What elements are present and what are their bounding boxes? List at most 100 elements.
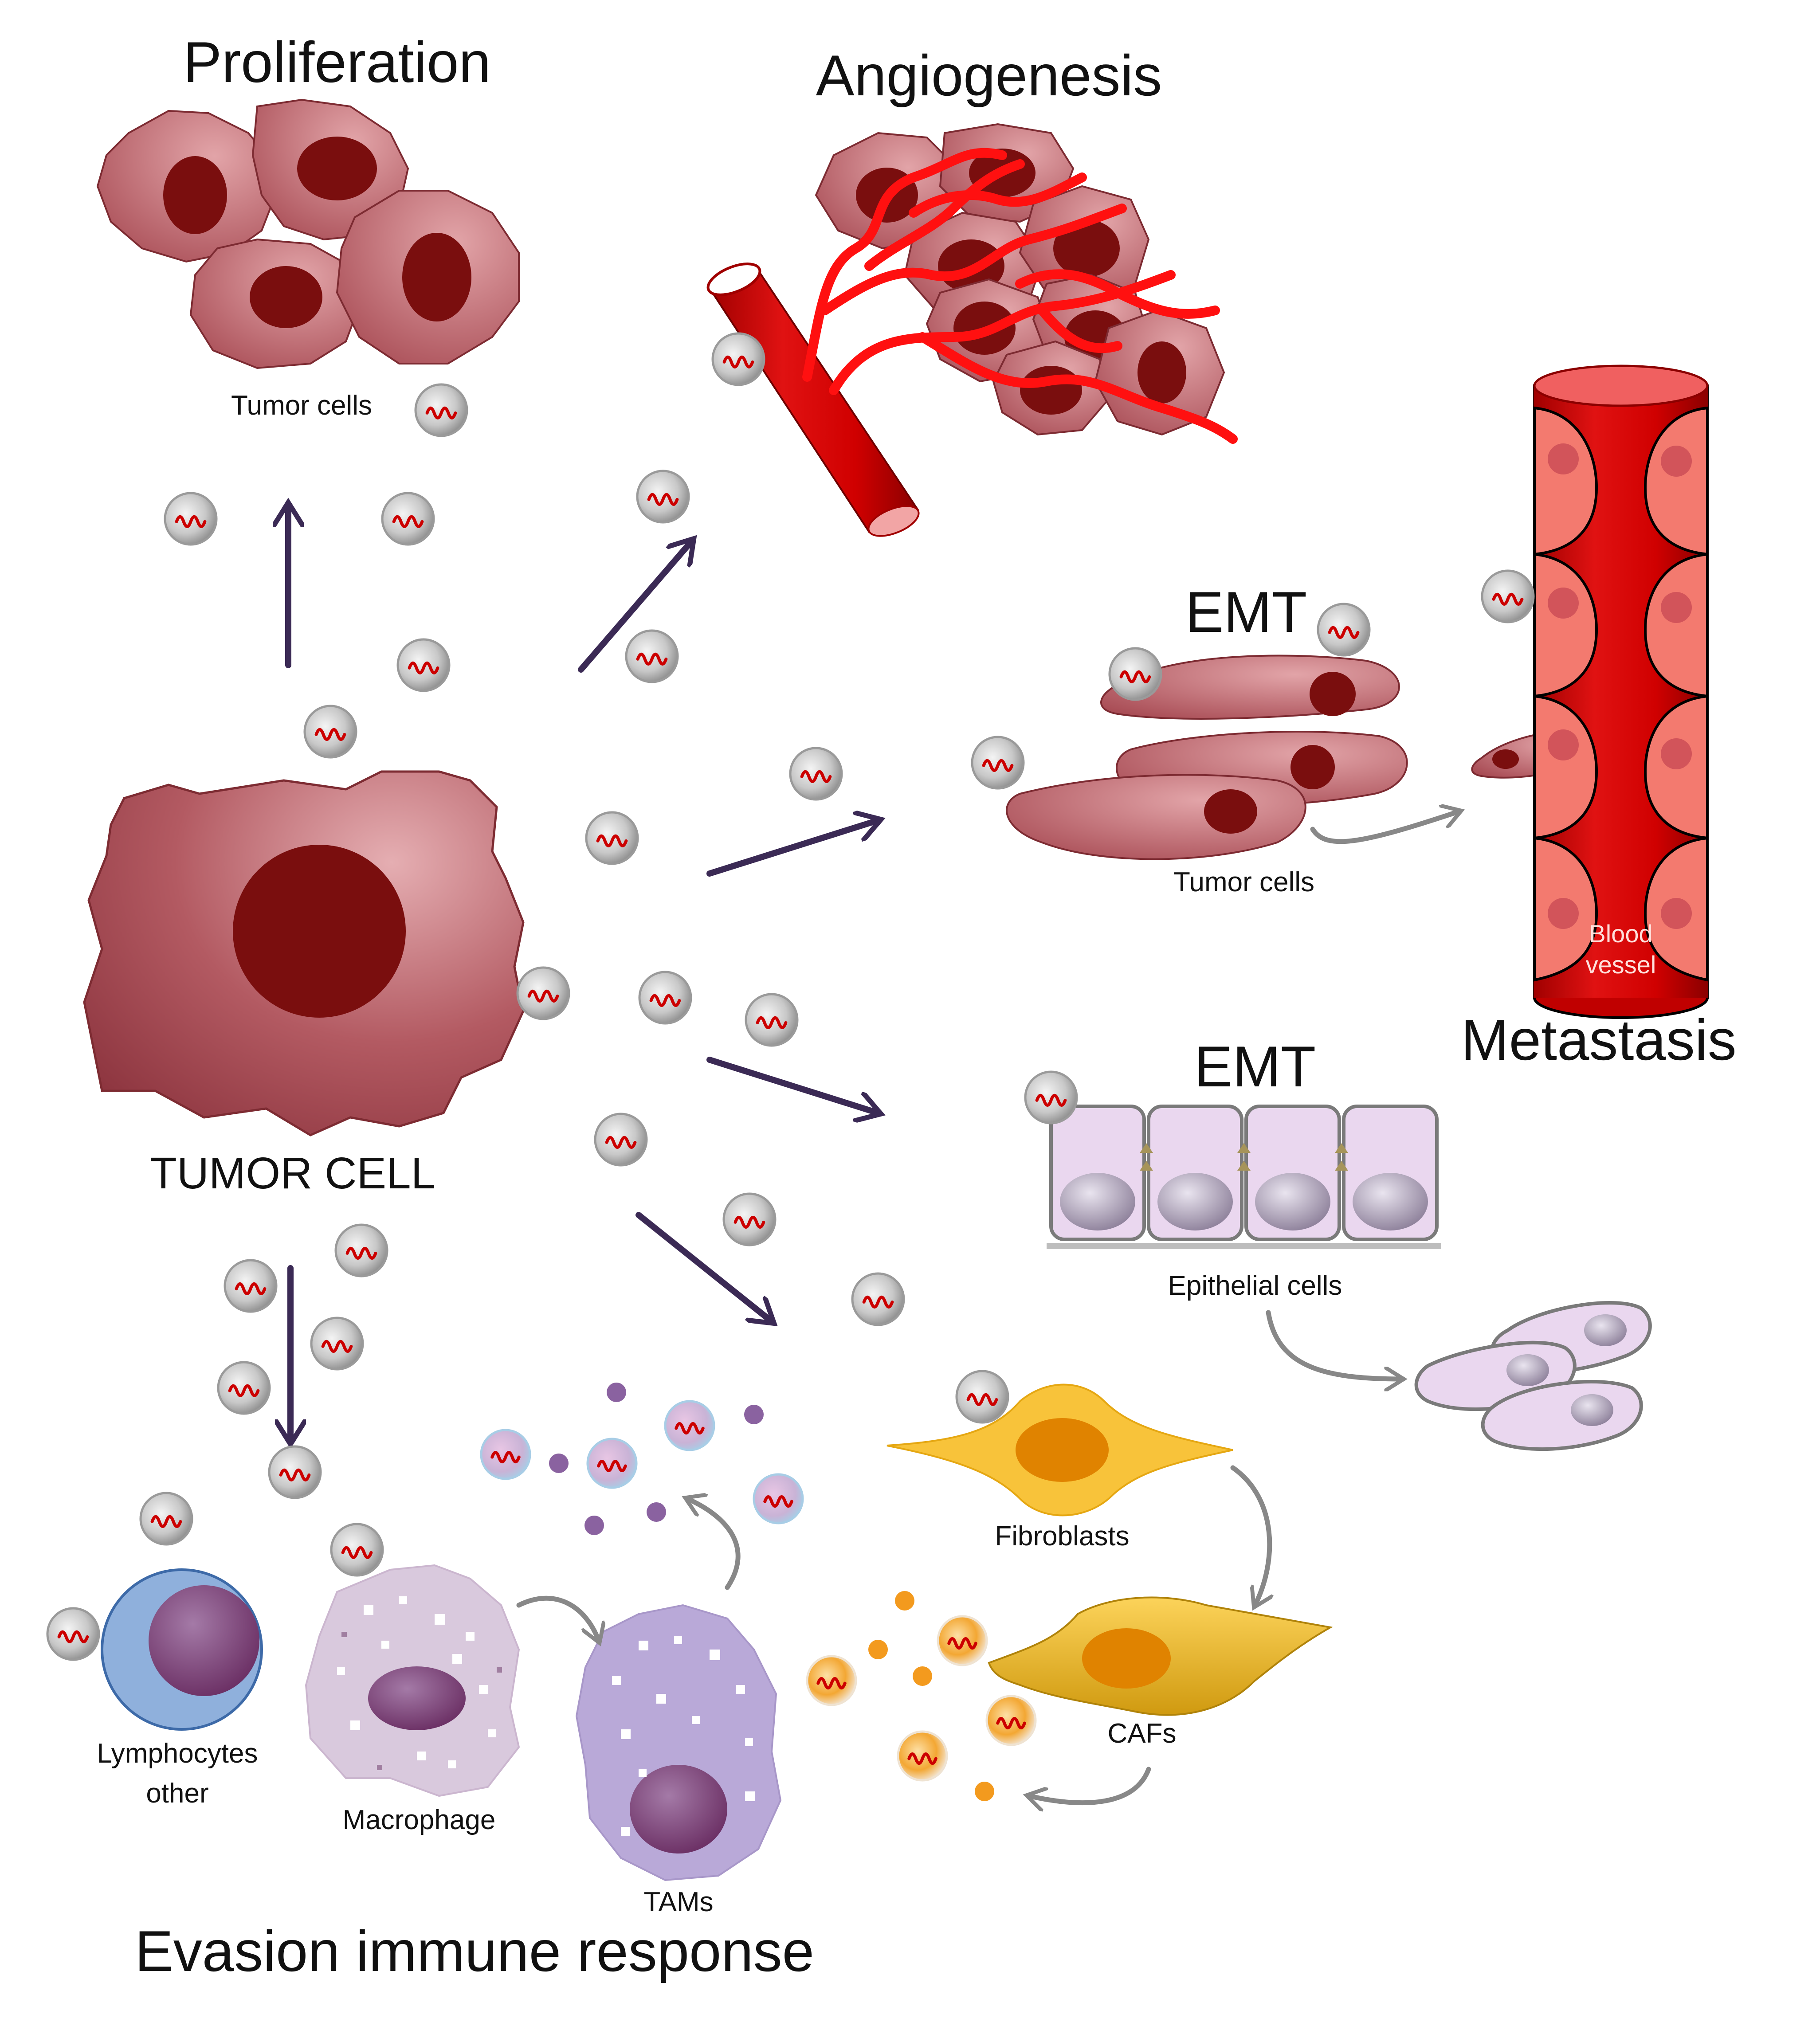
exosome-icon [985,1695,1037,1746]
tumor-cell-nucleus [233,845,406,1018]
exosome-icon [711,332,765,386]
exosomes [46,332,1535,1782]
angiogenesis-title: Angiogenesis [816,43,1162,108]
exosome-icon [381,492,435,546]
tam-cell [575,1604,782,1881]
exosome-icon [745,993,799,1047]
exosome-icon [303,705,357,759]
exosome-icon [851,1272,905,1326]
exosome-icon [937,1615,988,1666]
endothelial-nuclei-right [1661,446,1692,929]
exosome-icon [897,1730,948,1782]
exosome-icon [1108,647,1162,701]
angiogenesis-blood-vessel [706,263,920,537]
macrophage-cell [305,1564,520,1797]
endothelial-cells-left [1533,406,1598,982]
arrow-tam-to-immune-vesicles [687,1499,741,1590]
cafs-label: CAFs [1108,1718,1177,1749]
blood-vessel-label-line1: Blood [1589,920,1652,948]
nucleus [297,137,377,200]
exosome-icon [594,1113,648,1167]
macrophage-nucleus [368,1666,466,1730]
gray-arrows [516,811,1459,1803]
exosome-icon [664,1400,715,1451]
exosome-icon [1024,1070,1078,1125]
exosome-icon [955,1370,1009,1424]
nucleus [1020,366,1082,415]
exosome-icon [480,1429,531,1480]
exosome-icon [638,971,692,1025]
nucleus [163,156,227,234]
tams-label: TAMs [643,1887,713,1917]
emt-title-top: EMT [1185,580,1307,644]
nucleus [1053,219,1120,277]
main-tumor-cell [83,770,525,1136]
epithelial-cells-label: Epithelial cells [1168,1270,1342,1301]
tam-nucleus [630,1765,727,1854]
fibroblast-nucleus [1016,1418,1109,1482]
exosome-icon [268,1445,322,1499]
nucleus [1138,341,1186,404]
exosome-icon [217,1361,271,1415]
endothelial-nuclei-left [1548,443,1579,929]
tumor-cells-label-mid: Tumor cells [1173,867,1314,897]
arrow-to-emt-bottom [706,1057,878,1113]
blood-vessel-label-line2: vessel [1586,951,1656,979]
exosome-icon [806,1655,857,1706]
exosome-icon [753,1473,804,1524]
emt-elongated-tumor-cells [1006,654,1408,860]
nucleus [1204,789,1257,834]
nucleus [1310,672,1356,716]
tam-granules [612,1636,755,1836]
metastasis-blood-vessel: Blood vessel [1533,364,1709,1019]
macrophage-label: Macrophage [343,1805,496,1835]
lymphocytes-label-line1: Lymphocytes [97,1738,258,1769]
exosome-icon [414,383,468,437]
arrow-macrophage-to-tam [516,1595,599,1641]
exosome-icon [625,629,679,683]
angiogenesis-cluster [706,123,1238,537]
exosome-icon [334,1223,388,1277]
immune-vesicles [549,1383,764,1535]
exosome-icon [310,1317,364,1371]
tumor-cell-title: TUMOR CELL [150,1148,436,1198]
exosome-icon [1481,569,1535,623]
tumor-cells-label-top: Tumor cells [231,390,372,421]
lymphocyte-nucleus [149,1585,259,1696]
exosome-icon [636,470,690,524]
fibroblasts-label: Fibroblasts [995,1521,1129,1552]
capillary-sprouts [802,148,1238,444]
exosome-icon [971,736,1025,790]
exosome-icon [396,638,451,692]
exosome-icon [586,1438,638,1489]
nucleus [402,233,471,321]
nucleus [250,266,322,328]
proliferation-tumor-cells [96,98,520,369]
arrow-to-metastasis [1310,811,1459,844]
exosome-icon [722,1192,777,1246]
exosome-icon [164,492,218,546]
exosome-icon [224,1259,278,1313]
exosome-icon [139,1492,193,1546]
arrow-fibroblast-to-caf [1230,1465,1270,1605]
arrow-to-angiogenesis [578,541,692,673]
caf-cell [988,1596,1333,1716]
dark-arrows [288,506,878,1441]
macrophage-vesicles [341,1632,502,1770]
macrophage-granules [337,1596,496,1768]
exosome-icon [516,966,570,1020]
exosome-icon [46,1607,100,1661]
mesenchymal-cells [1414,1301,1652,1451]
exosome-icon [330,1523,384,1577]
proliferation-title: Proliferation [183,30,491,94]
caf-vesicles [868,1591,994,1801]
arrow-to-fibroblasts [635,1212,772,1321]
nucleus [1290,745,1335,789]
arrow-to-emt-top [706,820,878,877]
fibroblast-cell [886,1383,1233,1516]
arrow-caf-to-vesicles [1029,1767,1151,1803]
caf-nucleus [1082,1628,1171,1689]
arrow-epithelial-to-mesenchymal [1266,1310,1401,1379]
